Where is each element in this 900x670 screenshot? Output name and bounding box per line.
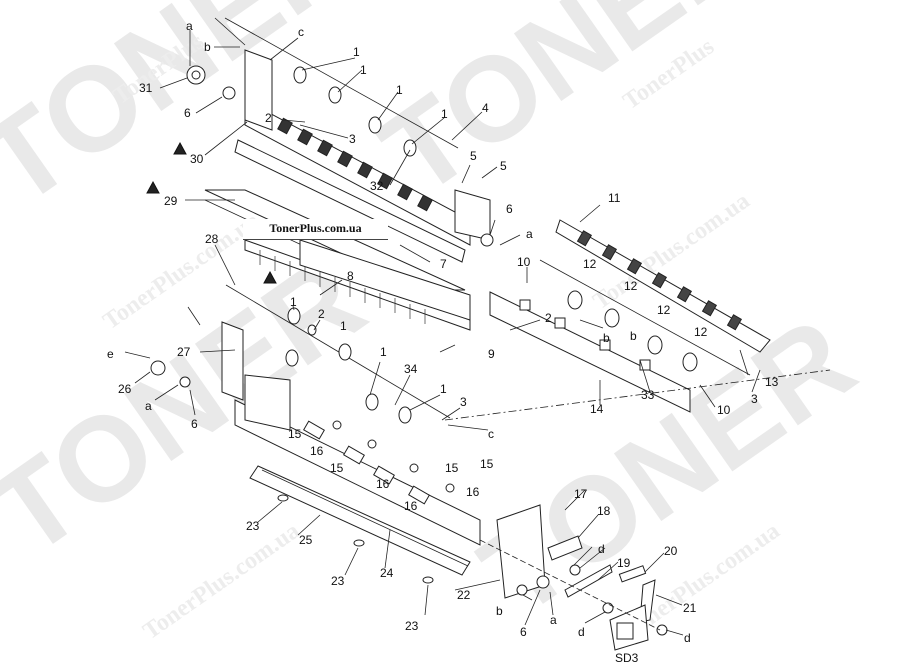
callout-a: a <box>526 227 533 241</box>
callout-34: 34 <box>404 362 418 376</box>
callout-27: 27 <box>177 345 191 359</box>
callout-10: 10 <box>717 403 731 417</box>
callout-8: 8 <box>347 269 354 283</box>
callout-23: 23 <box>331 574 345 588</box>
callout-22: 22 <box>457 588 471 602</box>
callout-19: 19 <box>617 556 631 570</box>
callout-21: 21 <box>683 601 697 615</box>
callout-4: 4 <box>482 101 489 115</box>
callout-13: 13 <box>765 375 779 389</box>
callout-a: a <box>145 399 152 413</box>
callout-16: 16 <box>310 444 324 458</box>
callout-2: 2 <box>545 311 552 325</box>
callout-10: 10 <box>517 255 531 269</box>
callout-b: b <box>496 604 503 618</box>
callout-25: 25 <box>299 533 313 547</box>
callout-1: 1 <box>396 83 403 97</box>
callout-9: 9 <box>488 347 495 361</box>
callout-a: a <box>186 19 193 33</box>
callout-28: 28 <box>205 232 219 246</box>
callout-16: 16 <box>466 485 480 499</box>
callout-1: 1 <box>340 319 347 333</box>
callout-15: 15 <box>445 461 459 475</box>
callout-6: 6 <box>520 625 527 639</box>
callout-e: e <box>107 347 114 361</box>
callout-20: 20 <box>664 544 678 558</box>
callout-31: 31 <box>139 81 153 95</box>
callout-14: 14 <box>590 402 604 416</box>
callout-3: 3 <box>460 395 467 409</box>
callout-15: 15 <box>288 427 302 441</box>
watermark-site-3: TonerPlus.com.ua <box>139 518 305 645</box>
callout-11: 11 <box>608 191 621 205</box>
callout-17: 17 <box>574 487 588 501</box>
callout-2: 2 <box>318 307 325 321</box>
callout-d: d <box>684 631 691 645</box>
lower-assembly <box>150 284 668 651</box>
callout-6: 6 <box>506 202 513 216</box>
callout-3: 3 <box>751 392 758 406</box>
callout-7: 7 <box>440 257 447 271</box>
callout-2: 2 <box>265 111 272 125</box>
callout-5: 5 <box>500 159 507 173</box>
callout-1: 1 <box>360 63 367 77</box>
callout-b: b <box>603 331 610 345</box>
callout-1: 1 <box>441 107 448 121</box>
callout-b: b <box>630 329 637 343</box>
callout-18: 18 <box>597 504 611 518</box>
callout-23: 23 <box>405 619 419 633</box>
callout-23: 23 <box>246 519 260 533</box>
callout-5: 5 <box>470 149 477 163</box>
callout-30: 30 <box>190 152 204 166</box>
callout-29: 29 <box>164 194 178 208</box>
callout-12: 12 <box>694 325 708 339</box>
callout-24: 24 <box>380 566 394 580</box>
leader-lines <box>124 17 761 636</box>
callout-1: 1 <box>440 382 447 396</box>
callout-3: 3 <box>349 132 356 146</box>
callout-12: 12 <box>657 303 671 317</box>
callout-16: 16 <box>376 477 390 491</box>
callout-33: 33 <box>641 388 655 402</box>
callout-c: c <box>488 427 494 441</box>
callout-16: 16 <box>404 499 418 513</box>
callout-c: c <box>298 25 304 39</box>
callout-12: 12 <box>583 257 597 271</box>
callout-6: 6 <box>191 417 198 431</box>
upper-assembly <box>146 17 494 331</box>
callout-26: 26 <box>118 382 132 396</box>
callout-labels: a b c 31 6 30 1 1 1 1 2 3 4 5 5 32 29 6 … <box>107 19 779 665</box>
watermark-big-2: TONER <box>358 0 777 221</box>
callout-b: b <box>204 40 211 54</box>
site-banner: TonerPlus.com.ua <box>243 219 388 240</box>
callout-sd3: SD3 <box>615 651 639 665</box>
callout-1: 1 <box>380 345 387 359</box>
callout-d: d <box>598 542 605 556</box>
callout-6: 6 <box>184 106 191 120</box>
callout-a: a <box>550 613 557 627</box>
callout-d: d <box>578 625 585 639</box>
right-assembly <box>444 219 831 421</box>
callout-15: 15 <box>330 461 344 475</box>
callout-15: 15 <box>480 457 494 471</box>
callout-1: 1 <box>290 295 297 309</box>
callout-1: 1 <box>353 45 360 59</box>
callout-32: 32 <box>370 179 384 193</box>
callout-12: 12 <box>624 279 638 293</box>
